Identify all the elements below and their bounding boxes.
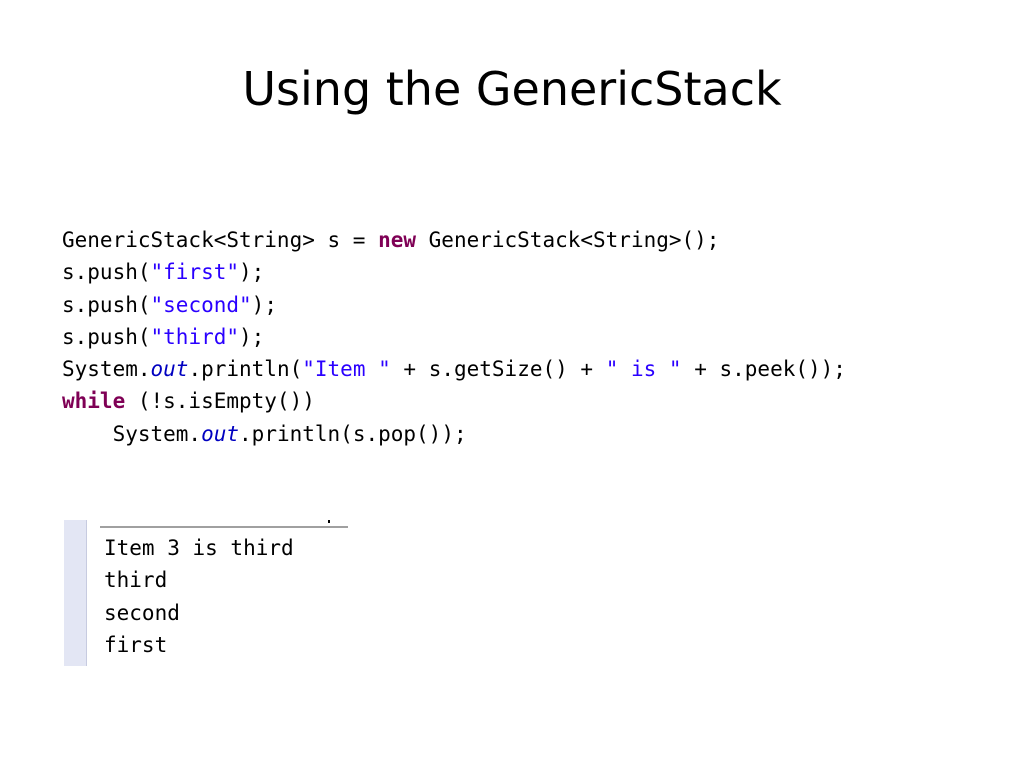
code-text: System. (62, 357, 151, 382)
code-text: GenericStack<String> s = (62, 228, 379, 252)
code-text: s.push( (62, 324, 151, 349)
code-text: .println( (188, 357, 303, 382)
code-line-4: s.push("third"); (62, 321, 846, 353)
console-tick-mark (328, 520, 330, 523)
code-field: out (201, 421, 240, 446)
code-string: "first" (150, 260, 240, 285)
code-keyword: while (62, 389, 126, 414)
code-text: ); (239, 324, 265, 349)
code-string: "third" (150, 324, 240, 349)
console-line: second (104, 600, 180, 625)
code-string: "second" (150, 292, 252, 317)
code-field: out (150, 357, 189, 382)
code-text: + s.getSize() + (390, 357, 606, 382)
console-line: third (104, 568, 168, 593)
code-text: .println(s.pop()); (239, 421, 467, 446)
console-text: Item 3 is third third second first (104, 532, 294, 661)
code-text: (!s.isEmpty()) (125, 389, 315, 414)
console-line: Item 3 is third (104, 536, 294, 560)
code-text: System. (112, 421, 202, 446)
code-text: ); (251, 292, 277, 317)
slide-title: Using the GenericStack (242, 62, 782, 116)
code-text: ); (239, 260, 265, 285)
code-text: + s.peek()); (681, 357, 846, 382)
code-text: s.push( (62, 292, 151, 317)
code-text: s.push( (62, 260, 151, 285)
code-line-7: System.out.println(s.pop()); (62, 418, 846, 450)
console-output-panel: Item 3 is third third second first (64, 520, 364, 666)
code-line-6: while (!s.isEmpty()) (62, 385, 846, 417)
console-divider (100, 526, 348, 528)
code-indent (62, 422, 113, 446)
code-block: GenericStack<String> s = new GenericStac… (62, 224, 846, 450)
code-string: " is " (605, 357, 682, 382)
console-line: first (104, 632, 168, 657)
console-gutter (64, 520, 87, 666)
code-line-1: GenericStack<String> s = new GenericStac… (62, 224, 846, 256)
code-text: GenericStack<String>(); (416, 228, 720, 252)
code-line-2: s.push("first"); (62, 256, 846, 288)
code-line-3: s.push("second"); (62, 289, 846, 321)
code-line-5: System.out.println("Item " + s.getSize()… (62, 353, 846, 385)
code-string: "Item " (302, 357, 391, 382)
code-keyword: new (378, 228, 417, 252)
